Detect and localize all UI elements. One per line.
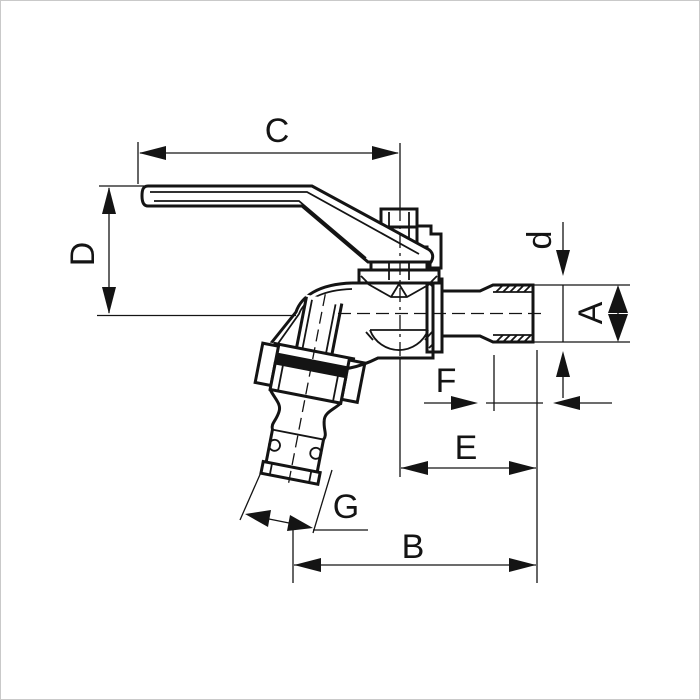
dim-label-F: F bbox=[435, 362, 457, 400]
bonnet bbox=[357, 268, 441, 285]
body-outline bbox=[330, 281, 435, 371]
dim-label-A: A bbox=[572, 301, 610, 325]
handle-lever bbox=[140, 184, 435, 264]
dimension-lines bbox=[102, 146, 628, 572]
dim-label-D: D bbox=[64, 241, 102, 267]
dim-label-G: G bbox=[332, 488, 360, 526]
spout-group bbox=[253, 294, 367, 489]
spout-centerline bbox=[286, 294, 326, 489]
spout-barb-hole-left bbox=[268, 438, 281, 452]
dim-label-B: B bbox=[401, 528, 425, 566]
dim-label-E: E bbox=[454, 429, 478, 467]
ball-and-seats bbox=[365, 282, 433, 351]
extension-lines bbox=[97, 142, 630, 583]
dim-label-C: C bbox=[264, 112, 290, 150]
dim-label-d: d bbox=[521, 230, 559, 250]
spout-barb-hole-right bbox=[309, 446, 323, 460]
